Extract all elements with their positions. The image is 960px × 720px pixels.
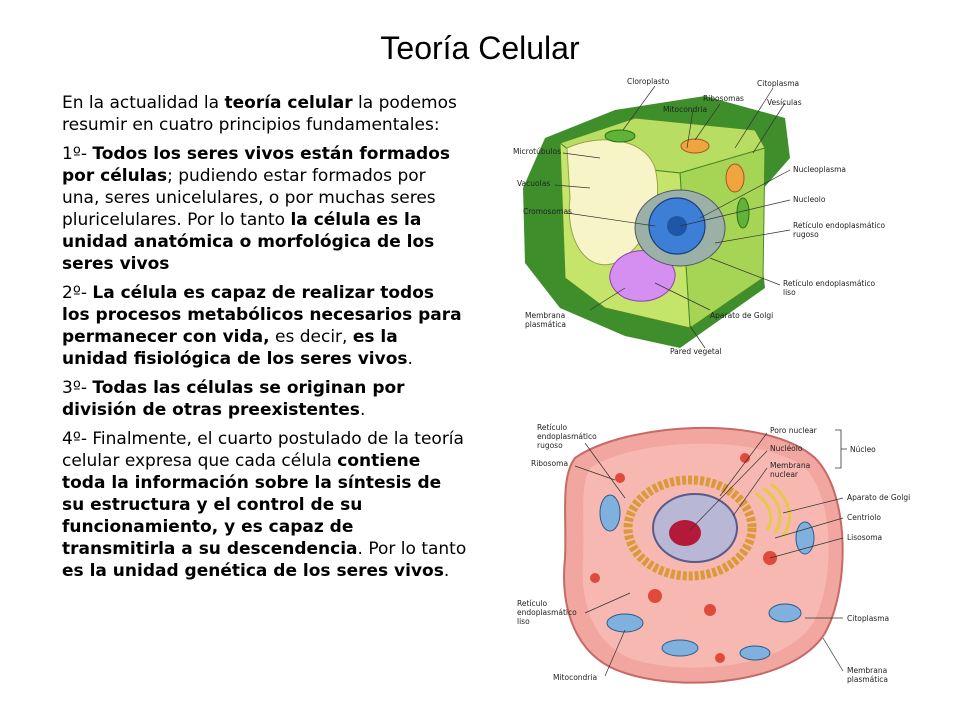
mitochondrion [725, 163, 745, 193]
label-lisosoma: Lisosoma [847, 533, 882, 542]
text-run: 2º- [62, 283, 93, 303]
nucleo-bracket [835, 429, 847, 469]
label-reticulo-liso-2: liso [783, 288, 796, 297]
chloroplast [604, 129, 636, 143]
label-membrana: Membrana [525, 311, 565, 320]
slide-title: Teoría Celular [380, 30, 580, 66]
label-membrana-2: plasmática [847, 675, 888, 684]
chloroplast [736, 197, 750, 229]
bold-text-run: es la unidad genética de los seres vivos [62, 561, 444, 581]
text-run: Finalmente, el cuarto postulado de la te… [62, 429, 464, 471]
text-run: la podemos resumir en cuatro principios … [62, 93, 457, 135]
label-poro: Poro nuclear [770, 426, 818, 435]
label-cloroplasto: Cloroplasto [627, 78, 670, 86]
label-reticulo-liso-3: liso [517, 617, 530, 626]
plant-cell-diagram: Cloroplasto Ribosomas Citoplasma Mitocon… [513, 78, 886, 356]
principle-1: 1º- Todos los seres vivos están formados… [62, 143, 467, 275]
text-run: . Por lo tanto [357, 539, 467, 559]
text-run: En la actualidad la [62, 93, 225, 113]
label-reticulo-rugoso: Retículo [537, 423, 567, 432]
mitochondrion [680, 138, 710, 154]
bold-text-run: contiene toda la información sobre la sí… [62, 451, 442, 559]
label-reticulo-liso: Retículo endoplasmático [783, 279, 876, 288]
label-citoplasma: Citoplasma [757, 79, 799, 88]
golgi-apparatus [754, 482, 791, 537]
label-vacuolas: Vacuolas [517, 179, 550, 188]
label-citoplasma: Citoplasma [847, 614, 889, 623]
label-reticulo-liso-2: endoplasmático [517, 608, 577, 617]
body-text: En la actualidad la teoría celular la po… [62, 92, 467, 589]
text-run: . [443, 561, 450, 581]
label-reticulo-rugoso: Retículo endoplasmático [793, 221, 886, 230]
text-run: . [407, 349, 413, 369]
text-run: es decir, [269, 327, 353, 347]
bold-text-run: teoría celular [224, 93, 353, 113]
label-membrana-2: plasmática [525, 320, 566, 329]
label-nucleoplasma: Nucleoplasma [793, 165, 846, 174]
label-reticulo-rugoso-2: endoplasmático [537, 432, 597, 441]
label-reticulo-rugoso-2: rugoso [793, 230, 819, 239]
label-membrana: Membrana [847, 666, 887, 675]
label-mitocondria: Mitocondria [553, 673, 597, 682]
text-run: ; pudiendo estar formados por una, seres… [62, 166, 436, 230]
animal-cell-diagram: Retículo endoplasmático rugoso Ribosoma … [517, 423, 910, 684]
label-membrana-nuclear: Membrana [770, 461, 810, 470]
label-nucleo: Núcleo [850, 445, 876, 454]
bold-text-run: La célula es capaz de realizar todos los… [62, 283, 462, 347]
label-ribosomas: Ribosomas [703, 94, 744, 103]
principle-3: 3º- Todas las células se originan por di… [62, 377, 467, 421]
label-pared: Pared vegetal [670, 347, 722, 356]
label-reticulo-liso: Retículo [517, 599, 547, 608]
animal-leader-lines [574, 432, 844, 677]
principle-4: 4º- Finalmente, el cuarto postulado de l… [62, 428, 467, 582]
label-reticulo-rugoso-3: rugoso [537, 441, 563, 450]
text-run: . [359, 400, 366, 420]
intro-paragraph: En la actualidad la teoría celular la po… [62, 92, 467, 136]
label-centriolo: Centriolo [847, 513, 881, 522]
bold-text-run: Todas las células se originan por divisi… [62, 378, 405, 420]
label-nucleolo: Nucleolo [793, 195, 826, 204]
text-run: 1º- [62, 144, 93, 164]
label-membrana-nuclear-2: nuclear [770, 470, 799, 479]
rough-er [623, 475, 757, 581]
bold-text-run: Todos los seres vivos están formados por… [62, 144, 451, 186]
nucleolus [667, 216, 687, 236]
label-microtubulos: Microtúbulos [513, 147, 561, 156]
bold-text-run: la célula es la unidad anatómica o morfo… [62, 210, 435, 274]
bold-text-run: es la unidad fisiológica de los seres vi… [62, 327, 408, 369]
label-nucleolo: Nucléolo [770, 444, 803, 453]
label-mitocondria: Mitocondria [663, 105, 707, 114]
label-ribosoma: Ribosoma [531, 459, 568, 468]
principle-2: 2º- La célula es capaz de realizar todos… [62, 282, 467, 370]
label-cromosomas: Cromosomas [523, 207, 572, 216]
label-golgi: Aparato de Golgi [710, 311, 773, 320]
mitochondria [599, 494, 815, 661]
text-run: 4º- [62, 429, 93, 449]
plant-leader-lines [554, 85, 791, 349]
label-golgi: Aparato de Golgi [847, 493, 910, 502]
label-vesiculas: Vesículas [767, 98, 802, 107]
text-run: 3º- [62, 378, 93, 398]
